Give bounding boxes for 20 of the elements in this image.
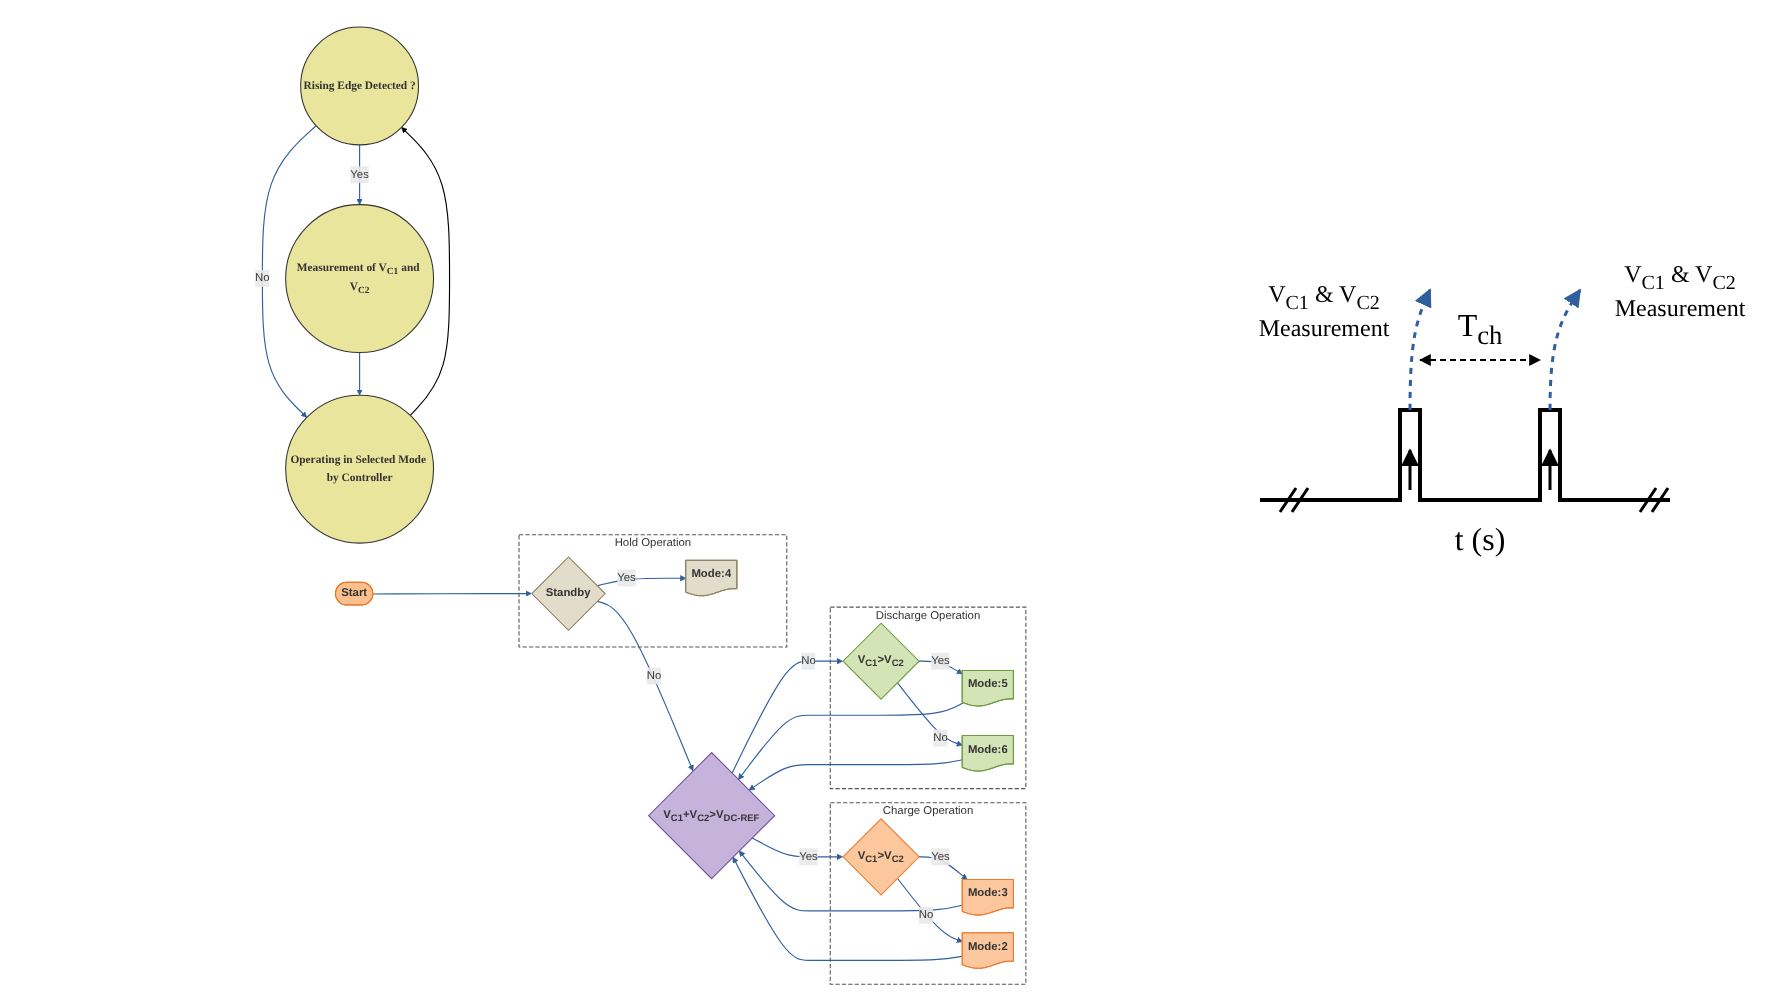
arrow <box>356 351 363 396</box>
arrow <box>596 575 687 587</box>
axis-label: t (s) <box>1452 524 1508 560</box>
arrow <box>896 877 963 943</box>
arrow <box>738 702 964 780</box>
arrow <box>401 127 451 416</box>
arrow <box>732 856 964 961</box>
arrow <box>751 837 843 860</box>
arrow <box>372 590 532 597</box>
measurement-label: V$_{C1}$ & V$_{C2}$ Measurement <box>1256 280 1392 345</box>
arrow <box>748 759 964 791</box>
arrow <box>918 856 968 881</box>
measurement-label: V$_{C1}$ & V$_{C2}$ Measurement <box>1612 260 1748 325</box>
arrow <box>738 850 964 912</box>
arrow <box>356 144 363 205</box>
arrow <box>896 682 963 747</box>
arrow <box>596 600 694 772</box>
arrow <box>731 658 843 774</box>
arrow <box>261 125 317 418</box>
period-label: T$_{ch}$ <box>1455 310 1505 353</box>
